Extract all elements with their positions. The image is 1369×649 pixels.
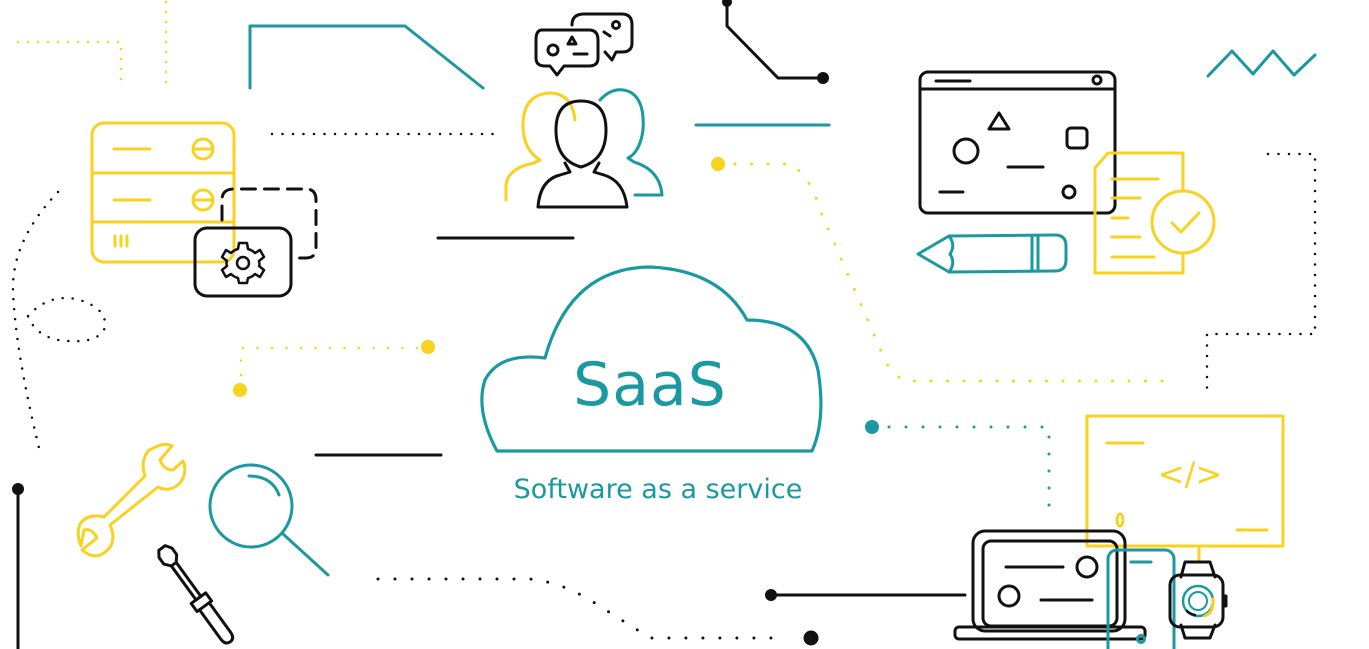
pencil-icon bbox=[916, 233, 1068, 274]
gear-settings-icon bbox=[193, 187, 318, 298]
users-group-icon bbox=[504, 88, 664, 209]
smartwatch-icon bbox=[1168, 560, 1228, 640]
code-monitor-icon bbox=[1085, 414, 1285, 564]
screwdriver-icon bbox=[157, 544, 235, 645]
code-brackets-label: </> bbox=[1157, 455, 1223, 493]
chat-bubbles-icon bbox=[534, 12, 634, 77]
saas-subtitle: Software as a service bbox=[513, 474, 803, 505]
smartphone-icon bbox=[1106, 548, 1176, 649]
document-check-icon bbox=[1093, 151, 1216, 275]
browser-window-icon bbox=[918, 70, 1117, 215]
decorative-connectors bbox=[11, 0, 1317, 649]
laptop-icon bbox=[953, 529, 1147, 641]
wrench-icon bbox=[76, 442, 187, 558]
cloud-icon bbox=[480, 265, 823, 453]
saas-title: SaaS bbox=[573, 350, 727, 420]
magnifier-icon bbox=[208, 463, 330, 577]
server-rack-icon bbox=[90, 121, 236, 264]
